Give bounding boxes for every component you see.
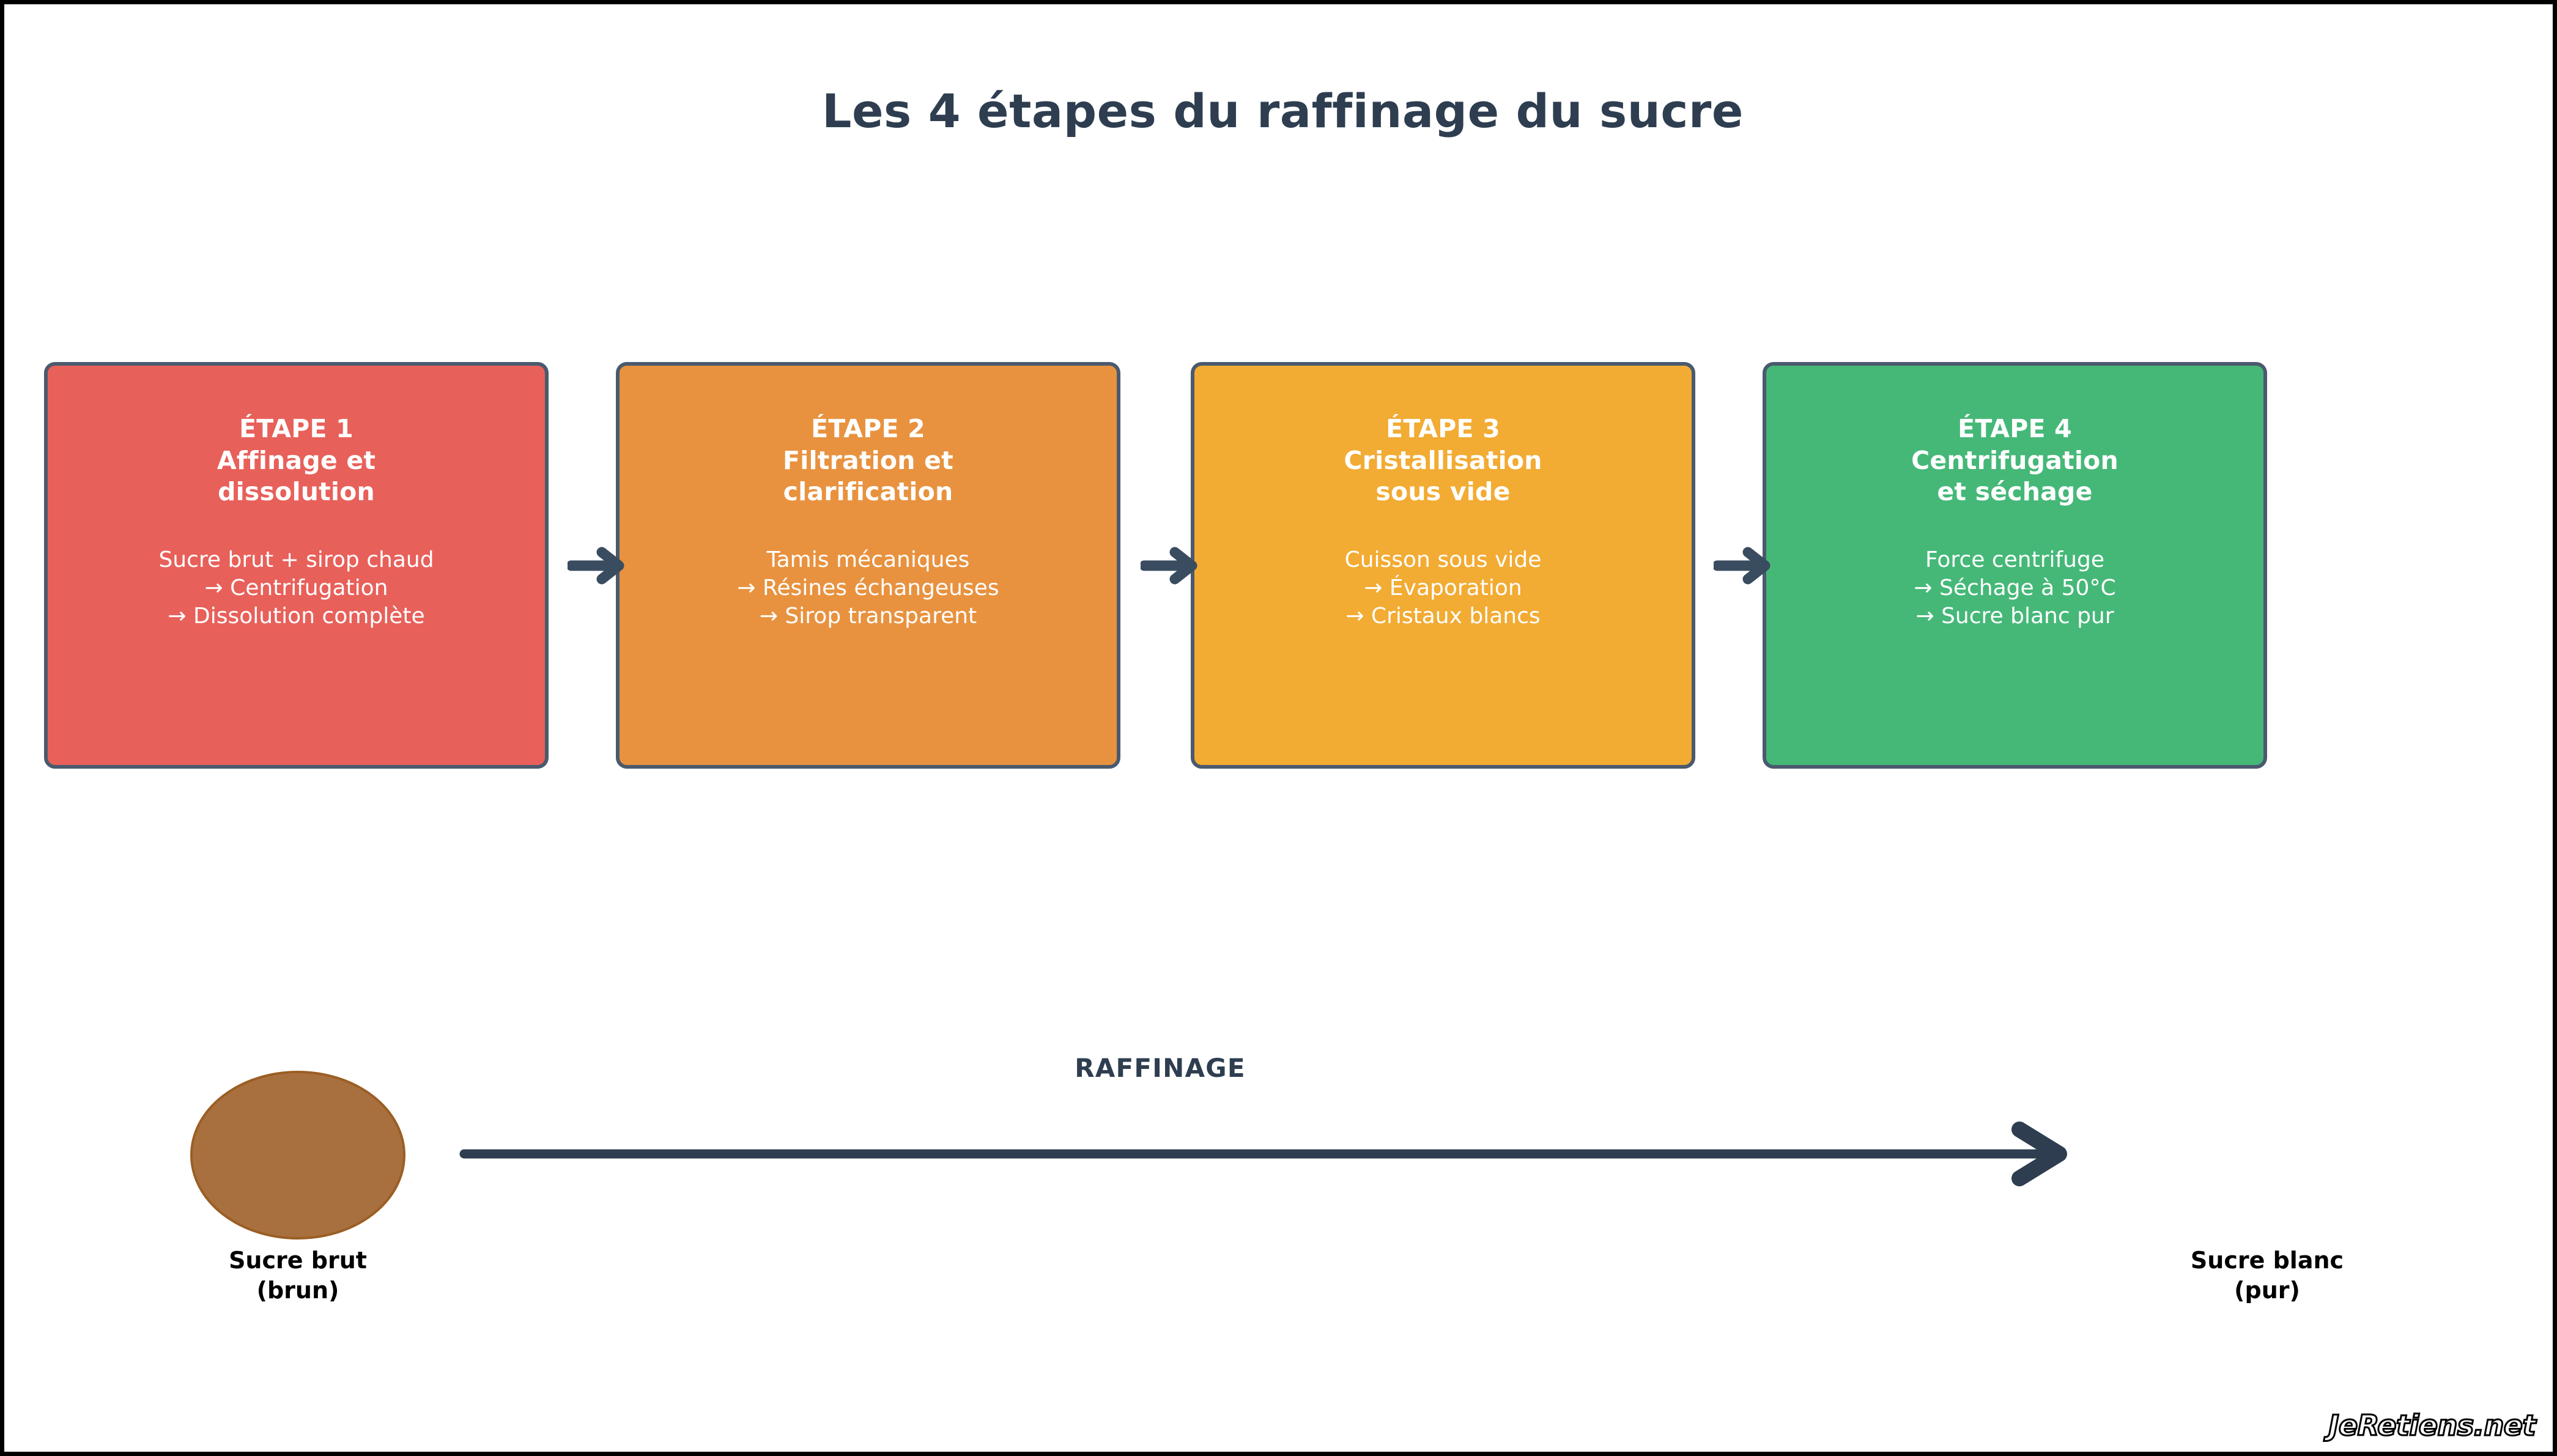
step-card-4[interactable]: ÉTAPE 4 Centrifugation et séchage Force … xyxy=(1763,362,2267,769)
step-card-3[interactable]: ÉTAPE 3 Cristallisation sous vide Cuisso… xyxy=(1191,362,1695,769)
step-1-detail: Sucre brut + sirop chaud → Centrifugatio… xyxy=(158,547,434,629)
step-card-1[interactable]: ÉTAPE 1 Affinage et dissolution Sucre br… xyxy=(44,362,549,769)
step-3-detail: Cuisson sous vide → Évaporation → Crista… xyxy=(1344,547,1542,629)
step-2-detail: Tamis mécaniques → Résines échangeuses →… xyxy=(737,547,999,629)
step-4-heading: ÉTAPE 4 Centrifugation et séchage xyxy=(1911,414,2118,507)
page-title: Les 4 étapes du raffinage du sucre xyxy=(822,84,1744,138)
process-arrow-icon xyxy=(457,1117,2096,1191)
raw-sugar-label: Sucre brut (brun) xyxy=(229,1247,367,1304)
raw-sugar-shape xyxy=(188,1068,408,1243)
step-3-heading: ÉTAPE 3 Cristallisation sous vide xyxy=(1344,414,1542,507)
process-label: RAFFINAGE xyxy=(1075,1053,1246,1083)
step-4-detail: Force centrifuge → Séchage à 50°C → Sucr… xyxy=(1914,547,2116,629)
white-sugar-label: Sucre blanc (pur) xyxy=(2190,1247,2344,1304)
arrow-right-icon xyxy=(1712,547,1775,585)
arrow-right-icon xyxy=(566,547,629,585)
step-2-heading: ÉTAPE 2 Filtration et clarification xyxy=(783,414,953,507)
step-1-heading: ÉTAPE 1 Affinage et dissolution xyxy=(216,414,376,507)
step-card-2[interactable]: ÉTAPE 2 Filtration et clarification Tami… xyxy=(616,362,1120,769)
watermark: JeRetiens.net xyxy=(2328,1408,2537,1443)
steps-row: ÉTAPE 1 Affinage et dissolution Sucre br… xyxy=(44,362,2270,769)
arrow-right-icon xyxy=(1139,547,1202,585)
